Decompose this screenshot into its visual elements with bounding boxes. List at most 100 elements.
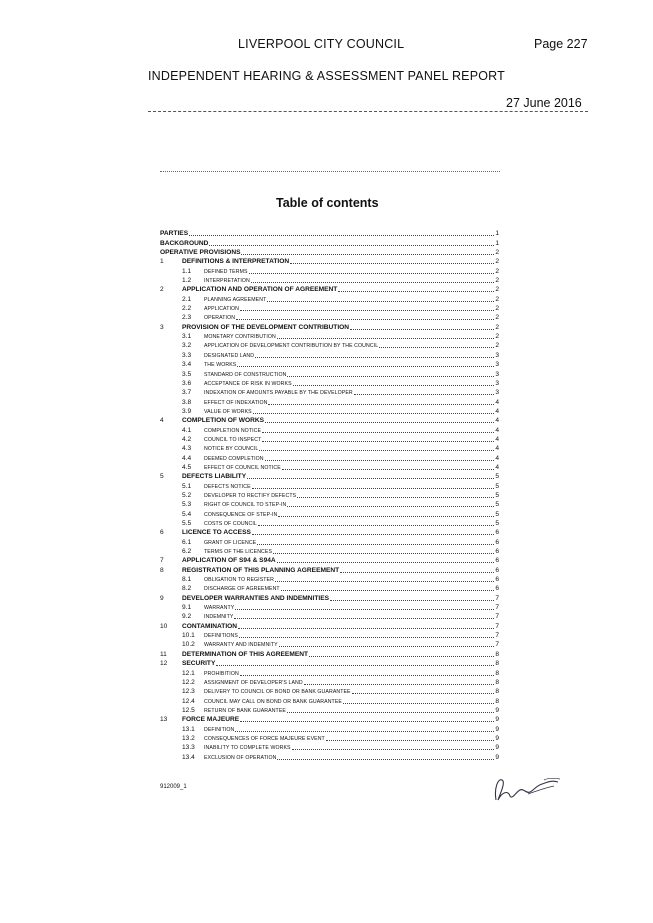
toc-leader-dots — [297, 496, 495, 498]
toc-entry: 5.5Costs of Council5 — [160, 519, 499, 528]
toc-entry-title: Value of Works — [204, 408, 252, 415]
toc-entry-number: 3.4 — [182, 361, 192, 369]
toc-leader-dots — [247, 477, 495, 480]
toc-entry-number: 13.4 — [182, 753, 195, 761]
toc-entry-page: 2 — [495, 267, 499, 275]
toc-entry-page: 3 — [495, 361, 499, 369]
toc-entry: 8.1Obligation to Register6 — [160, 575, 499, 584]
toc-entry-title: PARTIES — [160, 230, 189, 238]
toc-entry-title: LICENCE TO ACCESS — [182, 529, 251, 537]
toc-entry-title: DEVELOPER WARRANTIES AND INDEMNITIES — [182, 594, 330, 602]
toc-leader-dots — [241, 253, 495, 256]
toc-entry: 3.2Application of Development Contributi… — [160, 341, 499, 350]
toc-entry: 4.4Deemed Completion4 — [160, 453, 499, 462]
toc-entry-title: Indexation of amounts payable by the Dev… — [204, 390, 353, 397]
toc-entry: 13.2Consequences of Force Majeure Event9 — [160, 734, 499, 743]
toc-entry-number: 5.1 — [182, 482, 192, 490]
toc-entry-title: Discharge of agreement — [204, 586, 280, 593]
toc-entry-number: 10 — [160, 622, 168, 630]
toc-entry-page: 6 — [495, 548, 499, 556]
toc-leader-dots — [276, 337, 495, 340]
toc-entry-number: 12.3 — [182, 688, 195, 696]
toc-entry-page: 8 — [495, 669, 499, 677]
toc-entry-title: Completion Notice — [204, 427, 262, 434]
toc-entry-number: 12 — [160, 660, 168, 668]
toc-entry-page: 2 — [495, 314, 499, 322]
toc-entry-title: PROVISION OF THE DEVELOPMENT CONTRIBUTIO… — [182, 323, 350, 331]
toc-entry: 3.9Value of Works4 — [160, 407, 499, 416]
toc-entry: 3.7Indexation of amounts payable by the … — [160, 388, 499, 397]
signature — [488, 770, 566, 815]
toc-entry-page: 7 — [495, 632, 499, 640]
toc-entry-number: 4.2 — [182, 435, 192, 443]
toc-entry-title: APPLICATION OF S94 & S94A — [182, 557, 276, 565]
toc-entry: 4.1Completion Notice4 — [160, 425, 499, 434]
toc-entry-page: 3 — [495, 389, 499, 397]
toc-entry-title: Deemed Completion — [204, 455, 264, 462]
toc-leader-dots — [330, 599, 495, 601]
toc-entry: 3.4The Works3 — [160, 360, 499, 369]
toc-entry-title: DEFINITIONS & INTERPRETATION — [182, 258, 290, 266]
toc-entry-page: 6 — [495, 576, 499, 584]
toc-entry-number: 13.3 — [182, 744, 195, 752]
toc-entry-page: 2 — [495, 323, 499, 331]
toc-entry: 3.6Acceptance of risk in Works3 — [160, 379, 499, 388]
toc-entry: 3.8Effect of Indexation4 — [160, 397, 499, 406]
toc-entry-page: 6 — [495, 585, 499, 593]
toc-entry-page: 7 — [495, 641, 499, 649]
toc-entry: 4.2Council to inspect4 — [160, 435, 499, 444]
toc-entry-number: 12.1 — [182, 669, 195, 677]
toc-entry-number: 5.3 — [182, 501, 192, 509]
toc-entry-page: 9 — [495, 753, 499, 761]
toc-entry: 10.2Warranty and indemnity7 — [160, 640, 499, 649]
toc-entry-title: BACKGROUND — [160, 239, 209, 247]
toc-entry-number: 4.3 — [182, 445, 192, 453]
toc-entry-page: 2 — [495, 333, 499, 341]
toc-leader-dots — [255, 356, 495, 358]
toc-leader-dots — [273, 552, 495, 555]
toc-entry-number: 3.9 — [182, 407, 192, 415]
toc-leader-dots — [278, 515, 495, 517]
toc-entry-number: 5.5 — [182, 520, 192, 527]
toc-leader-dots — [278, 645, 495, 648]
toc-entry-title: Terms of the licences — [204, 549, 273, 556]
toc-entry-title: Right of Council to step-In — [204, 502, 287, 509]
toc-leader-dots — [248, 272, 495, 274]
toc-entry-page: 2 — [495, 305, 499, 313]
toc-leader-dots — [309, 655, 495, 657]
toc-leader-dots — [235, 608, 495, 611]
toc-entry: 9.1Warranty7 — [160, 603, 499, 612]
toc-entry-number: 3.5 — [182, 370, 192, 378]
toc-entry: 12.5Return of Bank Guarantee9 — [160, 706, 499, 715]
toc-entry-title: Defined terms — [204, 268, 248, 275]
toc-leader-dots — [216, 664, 495, 667]
toc-entry-page: 8 — [495, 697, 499, 705]
toc-entry-title: Effect of Council Notice — [204, 464, 281, 471]
section-divider — [160, 171, 500, 172]
toc-entry-number: 5.4 — [182, 510, 192, 518]
toc-entry-page: 5 — [495, 520, 499, 527]
toc-entry-page: 6 — [495, 538, 499, 546]
toc-leader-dots — [265, 421, 495, 424]
toc-entry: 1.1Defined terms2 — [160, 266, 499, 275]
toc-entry-title: DEFECTS LIABILITY — [182, 473, 247, 481]
toc-entry-number: 10.1 — [182, 632, 195, 640]
report-date: 27 June 2016 — [506, 96, 582, 110]
toc-entry-number: 4 — [160, 417, 164, 425]
toc-entry-number: 8.1 — [182, 576, 192, 584]
toc-entry-page: 2 — [495, 295, 499, 303]
toc-entry-page: 9 — [495, 744, 499, 752]
toc-leader-dots — [262, 431, 495, 433]
toc-entry-title: Delivery to Council of Bond or Bank Guar… — [204, 689, 351, 696]
toc-leader-dots — [209, 244, 495, 246]
